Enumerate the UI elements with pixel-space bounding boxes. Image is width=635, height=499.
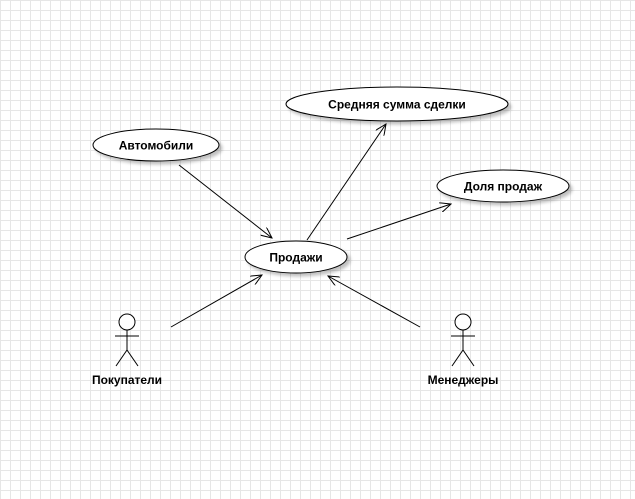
- actor-managers[interactable]: Менеджеры: [428, 313, 499, 387]
- edge-managers-to-sales: [328, 276, 421, 328]
- use-case-sales-label: Продажи: [269, 251, 322, 265]
- edge-cars-to-sales: [178, 164, 272, 238]
- actor-buyers-icon: [115, 313, 139, 367]
- actor-managers-icon: [451, 313, 475, 367]
- edge-sales-to-avg-deal: [306, 124, 386, 241]
- use-case-sales-share[interactable]: Доля продаж: [436, 169, 570, 203]
- use-case-cars[interactable]: Автомобили: [92, 128, 220, 162]
- actor-buyers-label: Покупатели: [92, 373, 162, 387]
- use-case-sales[interactable]: Продажи: [244, 240, 348, 274]
- use-case-cars-label: Автомобили: [119, 139, 194, 153]
- edge-buyers-to-sales: [170, 275, 262, 328]
- actor-buyers[interactable]: Покупатели: [92, 313, 162, 387]
- use-case-sales-share-label: Доля продаж: [464, 180, 543, 194]
- actor-managers-label: Менеджеры: [428, 373, 499, 387]
- use-case-avg-deal[interactable]: Средняя сумма сделки: [285, 86, 509, 122]
- edge-sales-to-share: [346, 204, 451, 240]
- use-case-avg-deal-label: Средняя сумма сделки: [328, 98, 466, 112]
